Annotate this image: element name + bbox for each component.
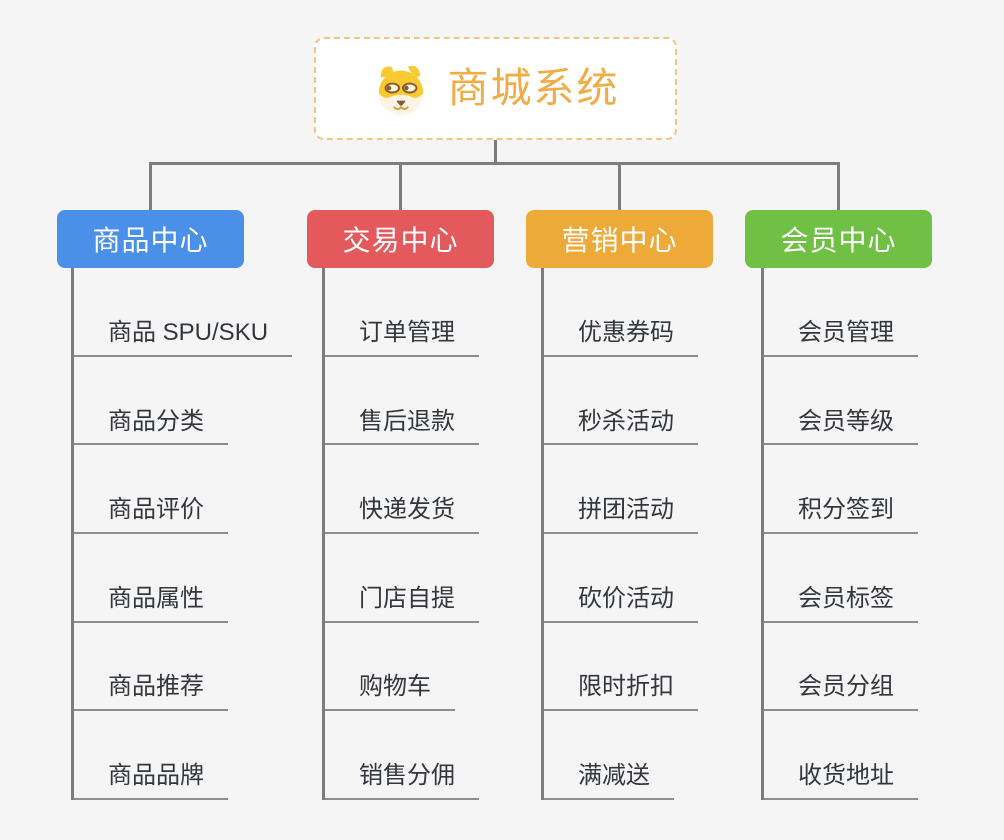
leaf-column-trade: 订单管理 售后退款 快递发货 门店自提 购物车 销售分佣: [322, 268, 479, 800]
leaf-label: 商品属性: [74, 585, 228, 623]
leaf-node[interactable]: 会员标签: [764, 534, 918, 623]
leaf-label: 购物车: [325, 673, 455, 712]
leaf-node[interactable]: 快递发货: [325, 445, 479, 534]
leaf-label: 会员等级: [764, 408, 918, 446]
leaf-node[interactable]: 商品品牌: [74, 711, 228, 800]
leaf-node[interactable]: 拼团活动: [544, 445, 698, 534]
leaf-node[interactable]: 会员管理: [764, 268, 918, 357]
branch-node-member[interactable]: 会员中心: [745, 210, 932, 268]
doge-icon: [372, 61, 430, 117]
leaf-label: 会员分组: [764, 673, 918, 712]
connector-horizontal: [149, 162, 840, 165]
leaf-label: 收货地址: [764, 762, 918, 800]
leaf-label: 会员管理: [764, 319, 918, 357]
root-node[interactable]: 商城系统: [314, 37, 677, 140]
leaf-node[interactable]: 购物车: [325, 623, 455, 712]
branch-node-marketing[interactable]: 营销中心: [526, 210, 713, 268]
leaf-node[interactable]: 秒杀活动: [544, 357, 698, 446]
leaf-node[interactable]: 商品分类: [74, 357, 228, 446]
leaf-label: 限时折扣: [544, 673, 698, 712]
leaf-label: 商品 SPU/SKU: [74, 319, 293, 357]
leaf-label: 砍价活动: [544, 585, 698, 623]
leaf-label: 商品推荐: [74, 673, 228, 712]
leaf-column-product: 商品 SPU/SKU 商品分类 商品评价 商品属性 商品推荐 商品品牌: [71, 268, 293, 800]
leaf-node[interactable]: 订单管理: [325, 268, 479, 357]
leaf-node[interactable]: 商品推荐: [74, 623, 228, 712]
connector-drop-member: [837, 164, 840, 210]
leaf-node[interactable]: 收货地址: [764, 711, 918, 800]
connector-drop-product: [149, 164, 152, 210]
leaf-label: 售后退款: [325, 408, 479, 446]
leaf-column-marketing: 优惠券码 秒杀活动 拼团活动 砍价活动 限时折扣 满减送: [541, 268, 698, 800]
leaf-label: 商品品牌: [74, 762, 228, 800]
leaf-node[interactable]: 会员分组: [764, 623, 918, 712]
leaf-label: 销售分佣: [325, 762, 479, 800]
connector-root-stub: [494, 140, 497, 163]
leaf-label: 积分签到: [764, 496, 918, 534]
leaf-label: 优惠券码: [544, 319, 698, 357]
leaf-node[interactable]: 商品 SPU/SKU: [74, 268, 293, 357]
leaf-node[interactable]: 销售分佣: [325, 711, 479, 800]
leaf-node[interactable]: 限时折扣: [544, 623, 698, 712]
leaf-node[interactable]: 砍价活动: [544, 534, 698, 623]
connector-drop-trade: [399, 164, 402, 210]
branch-node-trade[interactable]: 交易中心: [307, 210, 494, 268]
leaf-label: 商品分类: [74, 408, 228, 446]
leaf-node[interactable]: 商品属性: [74, 534, 228, 623]
leaf-node[interactable]: 优惠券码: [544, 268, 698, 357]
leaf-node[interactable]: 满减送: [544, 711, 674, 800]
leaf-label: 门店自提: [325, 585, 479, 623]
leaf-node[interactable]: 积分签到: [764, 445, 918, 534]
connector-drop-marketing: [618, 164, 621, 210]
branch-node-product[interactable]: 商品中心: [57, 210, 244, 268]
leaf-label: 商品评价: [74, 496, 228, 534]
leaf-node[interactable]: 会员等级: [764, 357, 918, 446]
leaf-label: 满减送: [544, 762, 674, 800]
leaf-column-member: 会员管理 会员等级 积分签到 会员标签 会员分组 收货地址: [761, 268, 918, 800]
leaf-node[interactable]: 门店自提: [325, 534, 479, 623]
leaf-label: 会员标签: [764, 585, 918, 623]
leaf-node[interactable]: 商品评价: [74, 445, 228, 534]
leaf-label: 拼团活动: [544, 496, 698, 534]
leaf-label: 秒杀活动: [544, 408, 698, 446]
leaf-label: 快递发货: [325, 496, 479, 534]
root-label: 商城系统: [447, 65, 620, 111]
leaf-label: 订单管理: [325, 319, 479, 357]
leaf-node[interactable]: 售后退款: [325, 357, 479, 446]
